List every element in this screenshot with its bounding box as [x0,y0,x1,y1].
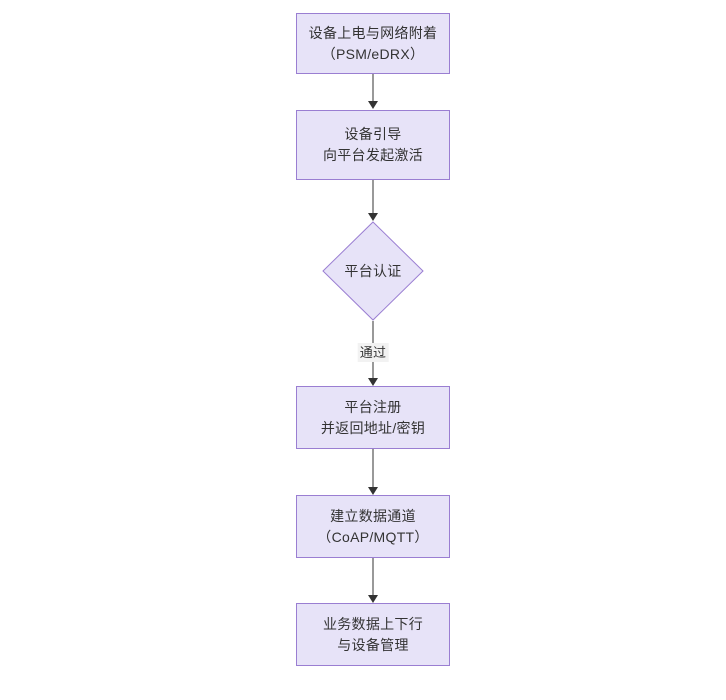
edge-label-pass: 通过 [357,343,389,362]
arrow-head-icon-to-service [368,595,378,603]
arrow-head-icon-to-auth [368,213,378,221]
flow-connector-bootstrap-to-auth [372,180,374,214]
flow-node-platform-auth-label: 平台认证 [344,263,402,279]
flow-node-data-channel[interactable]: 建立数据通道 （CoAP/MQTT） [296,495,450,558]
flow-node-service-data-line2: 与设备管理 [337,636,409,653]
flow-node-data-channel-line1: 建立数据通道 [330,507,416,524]
flow-node-service-data[interactable]: 业务数据上下行 与设备管理 [296,603,450,666]
flow-connector-power-on-to-bootstrap [372,74,374,102]
flow-node-platform-auth[interactable]: 平台认证 [322,221,424,321]
flow-node-platform-register-line1: 平台注册 [344,398,402,415]
arrow-head-icon-to-bootstrap [368,101,378,109]
flow-node-data-channel-line2: （CoAP/MQTT） [317,528,429,545]
diamond-shape-icon [322,221,424,321]
flow-connector-channel-to-service [372,558,374,596]
flow-node-platform-register-line2: 并返回地址/密钥 [320,419,426,436]
flow-node-service-data-line1: 业务数据上下行 [322,615,424,632]
arrow-head-icon-to-register [368,378,378,386]
flow-node-power-on-line2: （PSM/eDRX） [321,45,425,62]
flow-node-bootstrap[interactable]: 设备引导 向平台发起激活 [296,110,450,180]
flow-node-platform-register[interactable]: 平台注册 并返回地址/密钥 [296,386,450,449]
arrow-head-icon-to-channel [368,487,378,495]
flow-node-power-on-line1: 设备上电与网络附着 [308,24,438,41]
flow-node-bootstrap-line2: 向平台发起激活 [322,147,424,163]
flow-node-bootstrap-line1: 设备引导 [344,126,402,142]
flow-connector-register-to-channel [372,449,374,488]
flow-node-power-on[interactable]: 设备上电与网络附着 （PSM/eDRX） [296,13,450,74]
